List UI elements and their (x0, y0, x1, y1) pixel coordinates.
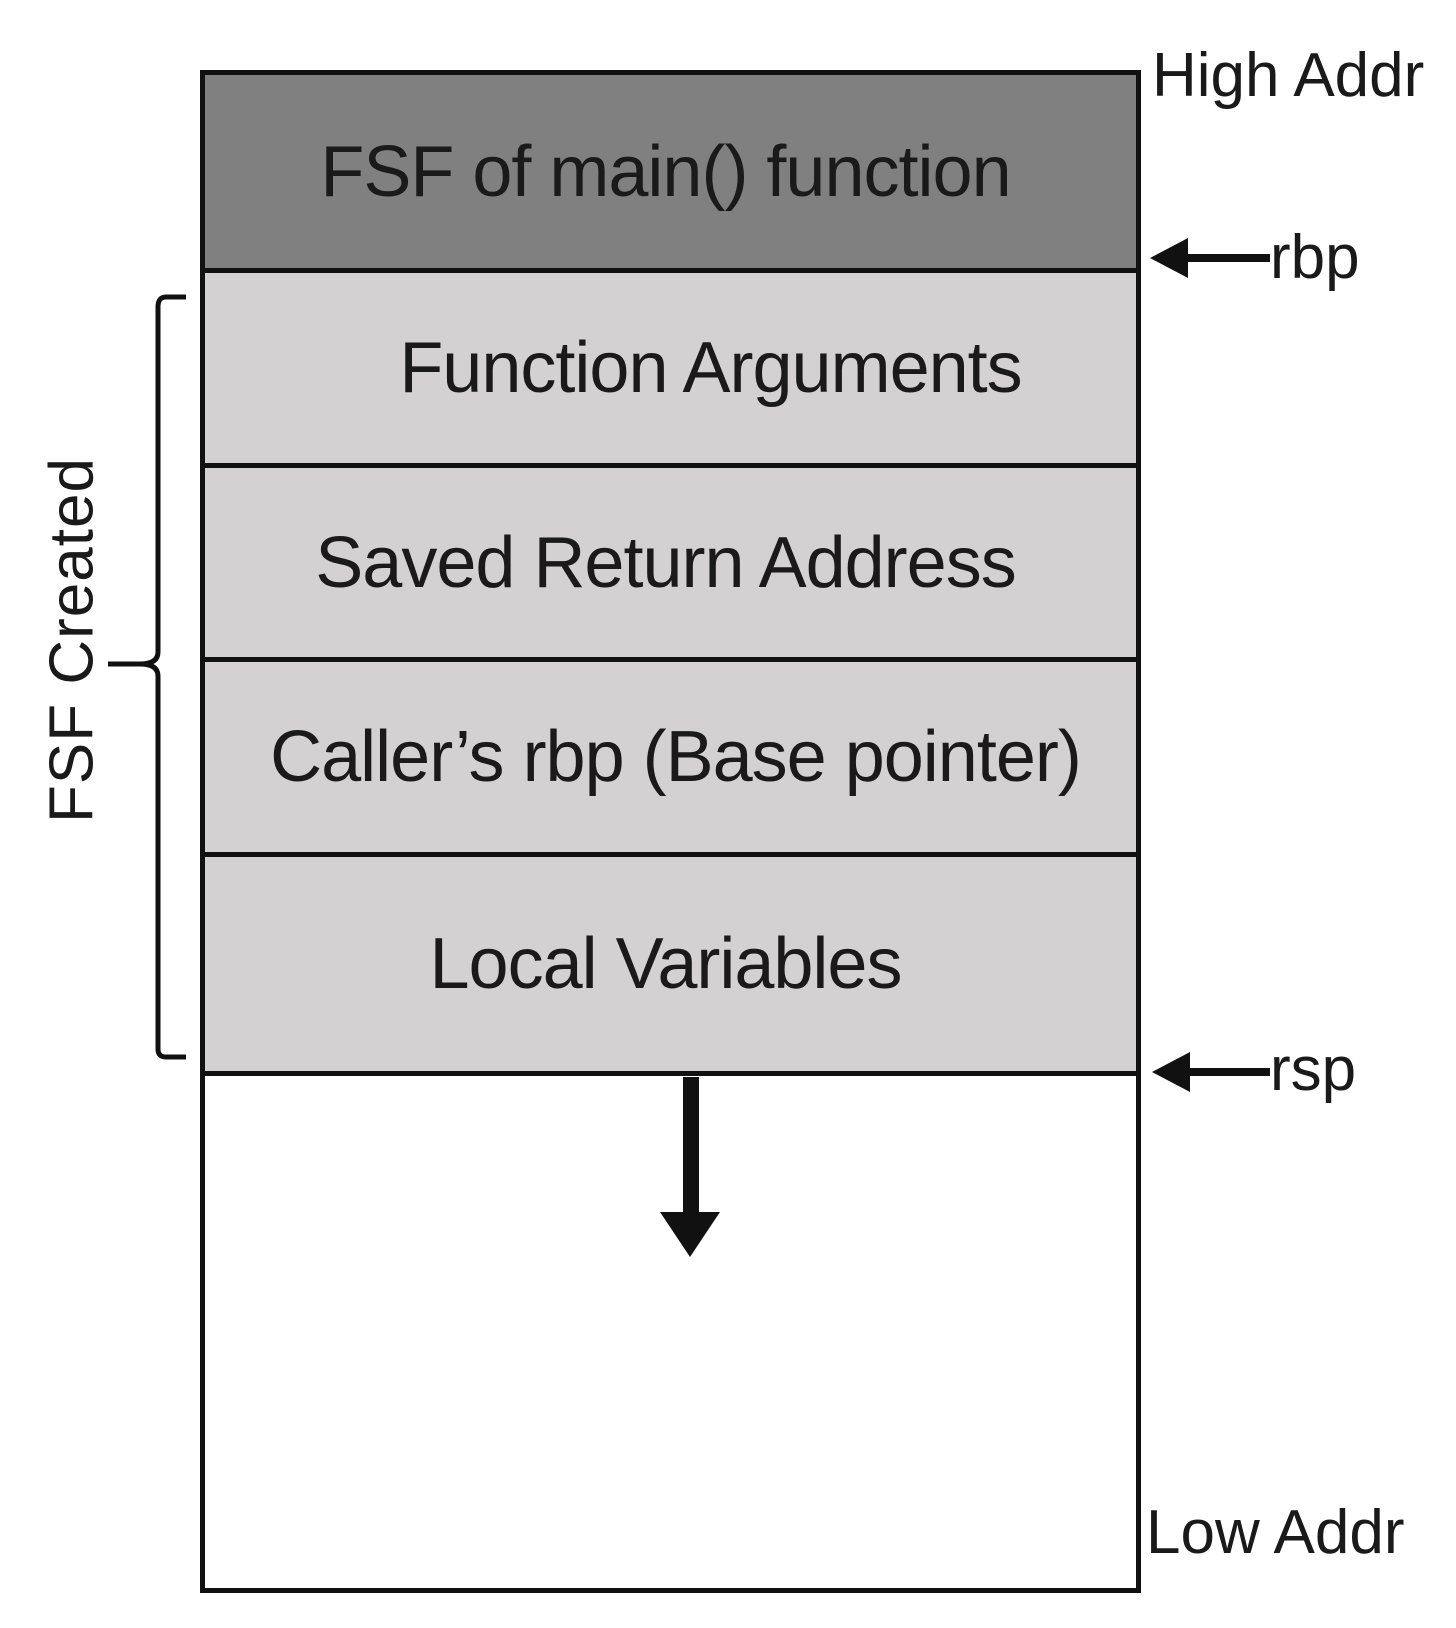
stack-segment-callers-rbp: Caller’s rbp (Base pointer) (205, 662, 1136, 857)
stack-segment-local-variables: Local Variables (205, 857, 1136, 1076)
segment-label: Function Arguments (399, 328, 1022, 408)
fsf-created-label: FSF Created (37, 457, 107, 823)
segment-label: Saved Return Address (315, 522, 1016, 603)
fsf-bracket-icon (108, 294, 186, 1060)
rsp-pointer-arrow-icon (1152, 1052, 1270, 1092)
low-addr-label: Low Addr (1146, 1498, 1405, 1567)
high-addr-label: High Addr (1152, 41, 1425, 110)
rbp-pointer-label: rbp (1270, 223, 1360, 292)
stack-diagram: FSF of main() function Function Argument… (200, 70, 1141, 1593)
stack-segment-function-arguments: Function Arguments (205, 273, 1136, 468)
segment-label: FSF of main() function (320, 131, 1011, 212)
stack-segment-main-frame: FSF of main() function (205, 75, 1136, 273)
segment-label: Local Variables (429, 924, 903, 1004)
stack-segment-return-address: Saved Return Address (205, 468, 1136, 662)
segment-label: Caller’s rbp (Base pointer) (270, 717, 1082, 797)
rbp-pointer-arrow-icon (1150, 238, 1270, 278)
rsp-pointer-label: rsp (1270, 1035, 1357, 1104)
stack-growth-arrow-icon (660, 1077, 720, 1257)
